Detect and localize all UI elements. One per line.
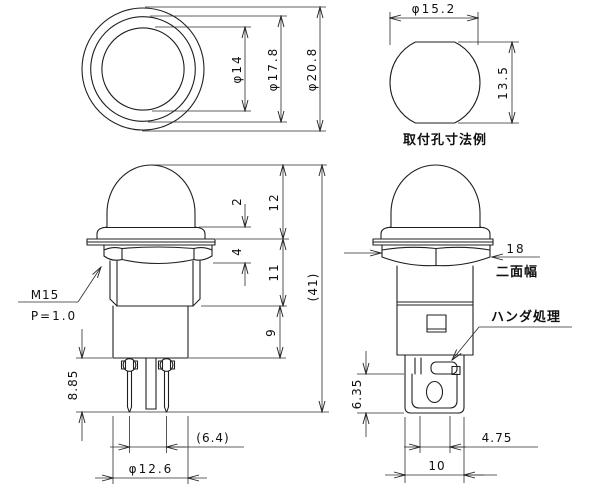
dim-body-diameter-label: φ12.6 bbox=[129, 462, 174, 476]
top-circle-outline bbox=[81, 7, 205, 131]
solder-note: ハンダ処理 bbox=[491, 309, 561, 325]
front-view-outline bbox=[86, 164, 216, 413]
hex-nut-side bbox=[381, 244, 491, 267]
flange bbox=[96, 226, 206, 240]
thread-size-label: M15 bbox=[31, 288, 60, 302]
dim-base-width-label: 10 bbox=[428, 459, 445, 473]
side-view: 18 二面幅 ハンダ処理 6.35 4.75 10 bbox=[344, 164, 572, 483]
side-view-outline bbox=[372, 164, 494, 414]
lamp-body-front bbox=[112, 305, 189, 359]
dim-hole-height-label: 13.5 bbox=[496, 65, 510, 100]
flange-side bbox=[380, 226, 491, 240]
mounting-hole-outline bbox=[389, 41, 481, 124]
thread-bushing bbox=[109, 260, 201, 307]
top-circle-view: φ14 φ17.8 φ20.8 bbox=[81, 7, 326, 131]
dim-nut-height-label: 4 bbox=[230, 246, 244, 256]
mounting-hole-view: φ15.2 13.5 取付孔寸法例 bbox=[390, 2, 519, 148]
dim-mid-diameter-label: φ17.8 bbox=[266, 47, 280, 92]
terminal-block-side bbox=[404, 354, 465, 414]
solder-lug bbox=[430, 361, 458, 375]
thread-pitch-label: P=1.0 bbox=[31, 309, 77, 323]
outer-rim-circle bbox=[81, 7, 205, 131]
side-view-dimensions: 18 二面幅 ハンダ処理 6.35 4.75 10 bbox=[344, 242, 572, 483]
dim-across-flats-label: 18 bbox=[506, 242, 525, 256]
hex-nut-front bbox=[103, 244, 213, 265]
dim-hole-diameter-label: φ15.2 bbox=[412, 2, 457, 16]
lamp-body-side bbox=[396, 265, 474, 356]
dim-overall-height-label: (41) bbox=[306, 273, 320, 302]
front-view-dimensions: 2 12 4 11 9 (41) 8.85 (6.4) φ12.6 M15 P=… bbox=[18, 165, 329, 484]
lens-circle bbox=[101, 27, 185, 111]
dim-head-height-label: 12 bbox=[267, 192, 281, 211]
dim-outer-diameter-label: φ20.8 bbox=[305, 47, 319, 92]
dim-body-height-label: 9 bbox=[264, 327, 278, 337]
dim-terminal-length-label: 8.85 bbox=[66, 370, 80, 401]
top-circle-dimensions: φ14 φ17.8 φ20.8 bbox=[142, 7, 326, 131]
mid-rim-circle bbox=[90, 16, 196, 122]
mounting-hole-dimensions: φ15.2 13.5 bbox=[390, 2, 519, 123]
dim-under-panel-label: 11 bbox=[267, 262, 281, 281]
lens-dome bbox=[106, 164, 196, 228]
terminal-hole bbox=[425, 380, 444, 404]
mounting-hole-caption: 取付孔寸法例 bbox=[403, 132, 487, 148]
dim-lens-lip-label: 2 bbox=[230, 196, 244, 206]
terminals-front bbox=[120, 357, 176, 413]
across-flats-note: 二面幅 bbox=[496, 264, 538, 280]
front-view: 2 12 4 11 9 (41) 8.85 (6.4) φ12.6 M15 P=… bbox=[18, 165, 329, 484]
dim-terminal-height-label: 6.35 bbox=[350, 379, 364, 410]
lens-dome-side bbox=[390, 164, 481, 228]
dim-terminal-pitch-label: (6.4) bbox=[196, 431, 229, 445]
dim-terminal-offset-label: 4.75 bbox=[482, 431, 513, 445]
dim-inner-diameter-label: φ14 bbox=[230, 54, 244, 83]
body-window bbox=[426, 314, 447, 333]
